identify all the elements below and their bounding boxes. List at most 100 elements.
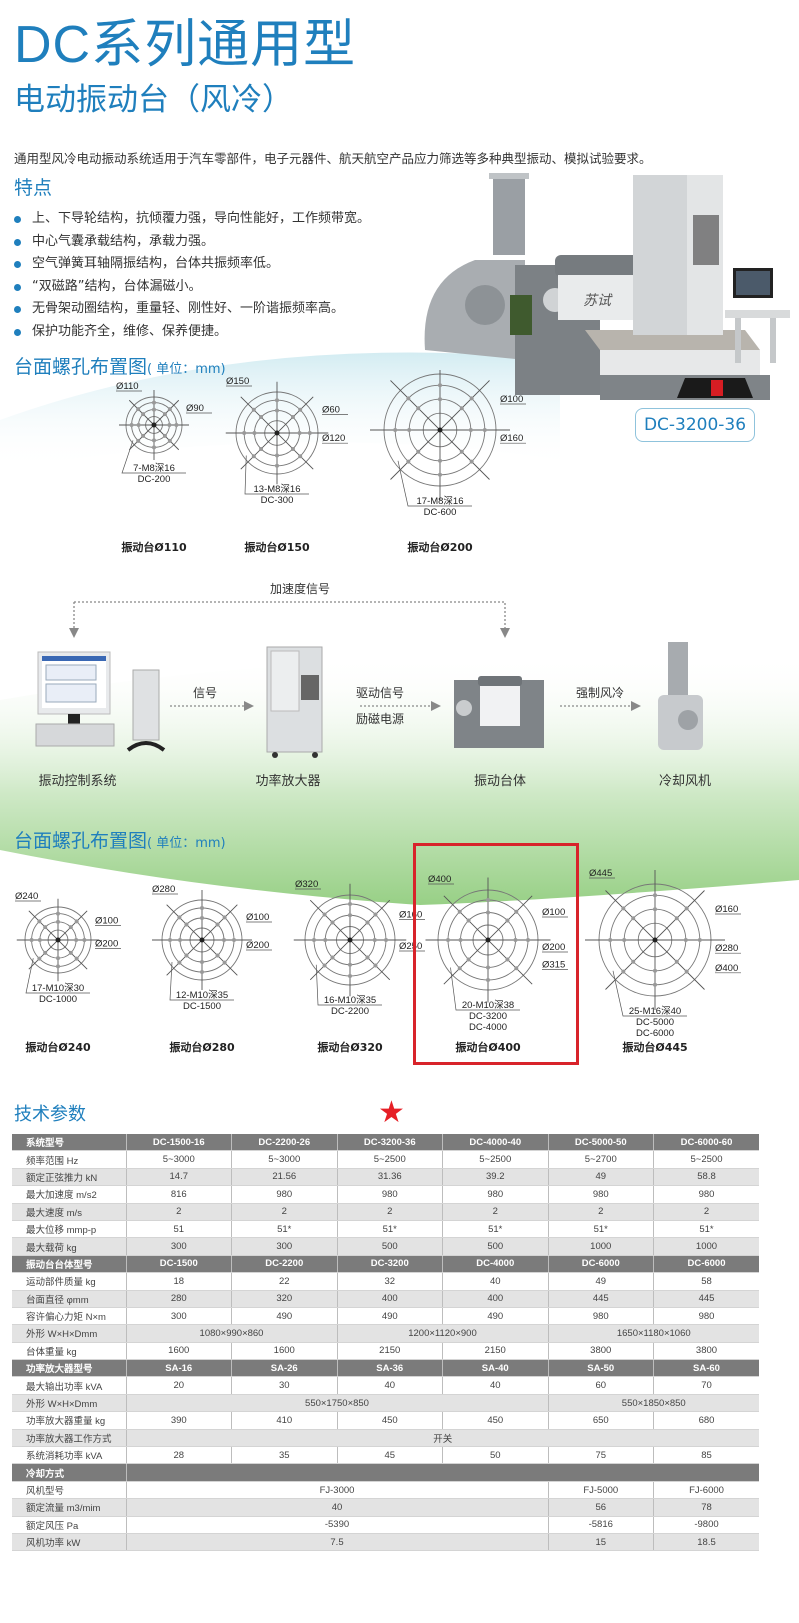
- table-cell: 51: [126, 1220, 232, 1239]
- diameter-label: Ø100: [95, 916, 118, 927]
- shaker-image: [454, 676, 544, 748]
- bolt-hole: [683, 938, 688, 942]
- diameter-label: Ø120: [322, 433, 345, 444]
- center-hole: [437, 427, 443, 433]
- bolt-hole: [275, 398, 279, 403]
- diagram-caption: 振动台Ø320: [317, 1040, 383, 1054]
- table-cell: FJ-5000: [548, 1481, 654, 1500]
- table-cell: 980: [548, 1185, 654, 1204]
- row-label: 功率放大器重量 kg: [12, 1411, 127, 1430]
- features-list: 上、下导轮结构，抗倾覆力强，导向性能好，工作频带宽。 中心气囊承载结构，承载力强…: [14, 208, 414, 343]
- model-label: DC-4000: [469, 1022, 507, 1033]
- table-cell: 300: [231, 1237, 338, 1256]
- bolt-hole: [297, 431, 302, 435]
- bolt-hole: [141, 433, 146, 438]
- table-cell: 58.8: [653, 1168, 759, 1187]
- table-cell: 1650×1180×1060: [548, 1324, 759, 1343]
- bolt-hole: [348, 913, 352, 918]
- bolt-hole: [608, 938, 613, 942]
- bolt-hole: [330, 920, 335, 925]
- diameter-label: Ø160: [500, 433, 523, 444]
- bolt-hole: [251, 407, 256, 412]
- diameter-label: Ø200: [542, 942, 565, 953]
- flow-arrows: [170, 701, 641, 711]
- bolt-hole: [200, 970, 204, 974]
- table-cell: 2: [653, 1203, 759, 1221]
- bolt-hole: [513, 938, 518, 942]
- table-cell: -5390: [126, 1516, 549, 1534]
- bolt-hole: [56, 956, 60, 961]
- bolt-hole: [37, 956, 42, 961]
- bolt-hole: [136, 423, 141, 427]
- table-cell: 14.7: [126, 1168, 232, 1187]
- hole-layout-heading-text: 台面螺孔布置图: [14, 356, 148, 378]
- features-heading: 特点: [14, 177, 53, 199]
- table-cell: 7.5: [126, 1533, 549, 1552]
- bolt-hole: [152, 438, 156, 443]
- diameter-label: Ø400: [715, 963, 738, 974]
- table-cell: -5816: [548, 1516, 654, 1534]
- table-cell: 1600: [126, 1342, 232, 1361]
- hole-layout-heading-2: 台面螺孔布置图( 单位：mm): [14, 826, 226, 853]
- flow-node-label: 冷却风机: [658, 774, 711, 789]
- model-label: DC-3200: [469, 1011, 507, 1022]
- feature-item: “双磁路”结构，台体漏磁小。: [14, 276, 414, 299]
- model-label: DC-1500: [183, 1001, 221, 1012]
- hole-layout-diagram: Ø445Ø160Ø280Ø40025-M16深40DC-5000DC-6000振…: [585, 868, 741, 1054]
- table-cell: SA-60: [653, 1359, 759, 1378]
- page-subtitle: 电动振动台（风冷）: [14, 82, 293, 118]
- table-cell: 32: [337, 1272, 443, 1291]
- bolt-hole: [684, 969, 689, 974]
- row-label: 风机功率 kW: [12, 1533, 127, 1552]
- table-cell: 51*: [442, 1220, 549, 1239]
- bolt-hole: [275, 408, 279, 413]
- bolt-hole: [373, 912, 378, 917]
- diameter-label: Ø320: [295, 879, 318, 890]
- table-cell: 51*: [653, 1220, 759, 1239]
- bolt-hole: [653, 982, 657, 987]
- center-hole: [274, 430, 280, 436]
- table-row: 额定风压 Pa-5390-5816-9800: [12, 1516, 759, 1534]
- diameter-label: Ø150: [226, 376, 249, 387]
- center-hole: [652, 937, 658, 943]
- bolt-hole: [653, 893, 657, 898]
- diameter-label: Ø110: [116, 381, 139, 392]
- table-cell: 5~3000: [231, 1150, 338, 1169]
- bolt-hole: [82, 938, 87, 942]
- table-cell: FJ-6000: [653, 1481, 759, 1500]
- row-label: 最大输出功率 kVA: [12, 1376, 127, 1395]
- table-cell: 816: [126, 1185, 232, 1204]
- bolt-hole: [621, 969, 626, 974]
- table-cell: 400: [442, 1290, 549, 1308]
- bolt-hole: [653, 907, 657, 912]
- bolt-hole: [486, 910, 490, 915]
- row-label: 额定正弦推力 kN: [12, 1168, 127, 1187]
- table-cell: 450: [442, 1411, 549, 1430]
- bolt-hole: [468, 428, 473, 432]
- bolt-hole: [365, 955, 370, 960]
- bolt-hole: [259, 415, 264, 420]
- bolt-hole: [136, 407, 141, 412]
- bolt-hole: [43, 950, 48, 955]
- unit-label: ( 单位：mm): [147, 836, 226, 851]
- bolt-hole: [406, 396, 411, 401]
- table-cell: 40: [442, 1376, 549, 1395]
- model-label: DC-600: [424, 507, 457, 518]
- bolt-hole: [141, 412, 146, 417]
- bolt-hole: [177, 960, 182, 965]
- diameter-label: Ø100: [246, 912, 269, 923]
- bolt-hole: [136, 438, 141, 443]
- table-cell: 490: [442, 1307, 549, 1326]
- bolt-hole: [222, 915, 227, 920]
- bolt-hole: [298, 407, 303, 412]
- table-cell: 3800: [548, 1342, 654, 1361]
- arrow-down-icon: [500, 628, 510, 638]
